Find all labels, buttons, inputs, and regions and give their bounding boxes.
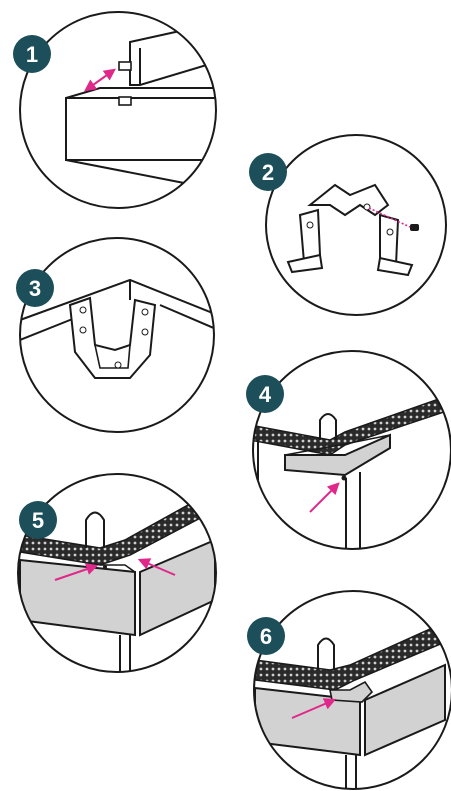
step-2-badge: 2 bbox=[249, 153, 287, 191]
step-4-badge: 4 bbox=[246, 375, 284, 413]
step-1-arrow bbox=[84, 68, 116, 92]
step-1-badge: 1 bbox=[13, 35, 51, 73]
step-5-number: 5 bbox=[32, 508, 44, 533]
step-3-panel: 3 bbox=[16, 237, 215, 433]
step-4-number: 4 bbox=[259, 382, 272, 407]
step-1-illustration bbox=[20, 12, 216, 208]
step-6-arrow bbox=[291, 698, 337, 719]
step-3-number: 3 bbox=[29, 276, 41, 301]
step-2-illustration bbox=[266, 135, 446, 315]
step-6-badge: 6 bbox=[247, 617, 285, 655]
step-1-number: 1 bbox=[26, 42, 38, 67]
step-5-panel: 5 bbox=[17, 473, 217, 673]
step-3-illustration bbox=[20, 238, 214, 432]
step-1-panel: 1 bbox=[13, 11, 217, 209]
step-4-panel: 4 bbox=[246, 350, 451, 550]
step-5-arrow-right bbox=[137, 558, 176, 576]
step-2-panel: 2 bbox=[249, 134, 447, 316]
step-3-badge: 3 bbox=[16, 269, 54, 307]
step-6-panel: 6 bbox=[247, 590, 451, 790]
step-4-arrow bbox=[309, 482, 340, 513]
step-5-badge: 5 bbox=[19, 501, 57, 539]
step-4-illustration bbox=[253, 351, 451, 549]
step-2-number: 2 bbox=[262, 160, 274, 185]
step-5-arrow-left bbox=[54, 563, 99, 581]
step-5-illustration bbox=[18, 474, 216, 672]
step-6-number: 6 bbox=[260, 624, 272, 649]
